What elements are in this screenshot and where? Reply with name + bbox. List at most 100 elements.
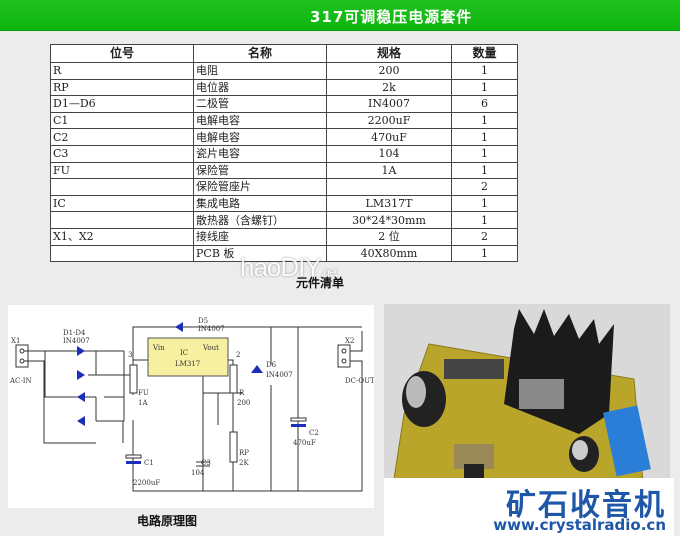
cell-name: PCB 板 (193, 244, 327, 263)
cell-spec: 200 (326, 62, 452, 80)
cell-ref: X1、X2 (50, 227, 194, 246)
cell-spec: 1A (326, 161, 452, 180)
label-dc-out: DC-OUT (345, 377, 374, 385)
cell-ref (50, 211, 194, 229)
cell-name: 集成电路 (193, 194, 327, 213)
label-c3: C3 (201, 459, 211, 467)
header-ref: 位号 (50, 44, 194, 63)
cell-ref: C3 (50, 144, 194, 163)
label-x1: X1 (11, 337, 20, 345)
product-photo (384, 304, 670, 480)
watermark: haoDIY.net (240, 252, 338, 282)
cell-spec: 470uF (326, 128, 452, 146)
label-ic: IC (180, 349, 188, 357)
label-ac-in: AC-IN (9, 377, 32, 385)
label-rp: RP (239, 449, 249, 457)
cell-spec: 104 (326, 144, 452, 163)
cell-ref: RP (50, 78, 194, 97)
cell-ref: R (50, 62, 194, 80)
label-fu: FU (138, 389, 149, 397)
cell-name: 散热器（含螺钉） (193, 211, 327, 229)
circuit-schematic: X1 AC-IN D1-D4 IN4007 D5 IN4007 Vin Vout… (8, 305, 375, 508)
label-c2: C2 (309, 429, 319, 437)
label-ic-value: LM317 (175, 360, 200, 368)
cell-spec: 2200uF (326, 111, 452, 130)
label-d1-d4: D1-D4 (63, 329, 86, 337)
label-c3-value: 104 (191, 469, 205, 477)
table-header: 位号 名称 规格 数量 (50, 44, 518, 63)
cell-name: 保险管座片 (193, 178, 327, 196)
cell-spec: IN4007 (326, 95, 452, 113)
cell-name: 电解电容 (193, 128, 327, 146)
cell-qty: 1 (451, 144, 518, 163)
label-fu-value: 1A (138, 399, 148, 407)
cell-name: 保险管 (193, 161, 327, 180)
cell-qty: 2 (451, 178, 518, 196)
cell-qty: 1 (451, 128, 518, 146)
cell-name: 接线座 (193, 227, 327, 246)
cell-qty: 1 (451, 78, 518, 97)
label-d6: D6 (266, 361, 277, 369)
cell-ref: FU (50, 161, 194, 180)
cell-qty: 1 (451, 194, 518, 213)
cell-ref (50, 178, 194, 196)
label-d5-value: IN4007 (198, 325, 225, 333)
label-rp-value: 2K (239, 459, 249, 467)
cell-ref: D1—D6 (50, 95, 194, 113)
cell-qty: 1 (451, 161, 518, 180)
label-vin: Vin (152, 344, 165, 352)
cell-spec: 30*24*30mm (326, 211, 452, 229)
label-c1-value: 2200uF (133, 479, 160, 487)
cell-name: 二极管 (193, 95, 327, 113)
title-bar: 317可调稳压电源套件 (0, 0, 680, 31)
label-c1: C1 (144, 459, 154, 467)
cell-ref: C2 (50, 128, 194, 146)
cell-qty: 2 (451, 227, 518, 246)
table-row: 保险管座片 2 (50, 178, 518, 196)
cell-spec: 2 位 (326, 227, 452, 246)
label-pin3: 3 (128, 351, 132, 359)
cell-qty: 1 (451, 244, 518, 263)
label-x2: X2 (345, 337, 354, 345)
schematic-caption: 电路原理图 (137, 514, 198, 528)
brand-logo: 矿石收音机 www.crystalradio.cn (384, 478, 674, 536)
cell-qty: 6 (451, 95, 518, 113)
cell-spec (326, 178, 452, 196)
label-d5: D5 (198, 317, 208, 325)
cell-name: 瓷片电容 (193, 144, 327, 163)
cell-name: 电阻 (193, 62, 327, 80)
label-r-value: 200 (237, 399, 250, 407)
brand-name: 矿石收音机 (506, 488, 666, 523)
cell-qty: 1 (451, 211, 518, 229)
header-spec: 规格 (326, 44, 452, 63)
cell-ref: C1 (50, 111, 194, 130)
cell-spec: 40X80mm (326, 244, 452, 263)
cell-ref (50, 244, 194, 263)
label-r: R (239, 389, 245, 397)
label-pin2: 2 (236, 351, 240, 359)
header-name: 名称 (193, 44, 327, 63)
label-vout: Vout (202, 344, 219, 352)
label-c2-value: 470uF (293, 439, 316, 447)
table-caption: 元件清单 (296, 276, 345, 290)
cell-ref: IC (50, 194, 194, 213)
label-d1-d4-value: IN4007 (63, 337, 90, 345)
cell-name: 电位器 (193, 78, 327, 97)
page-title: 317可调稳压电源套件 (310, 8, 473, 26)
brand-url: www.crystalradio.cn (493, 516, 666, 534)
label-d6-value: IN4007 (266, 371, 293, 379)
cell-qty: 1 (451, 62, 518, 80)
cell-spec: LM317T (326, 194, 452, 213)
